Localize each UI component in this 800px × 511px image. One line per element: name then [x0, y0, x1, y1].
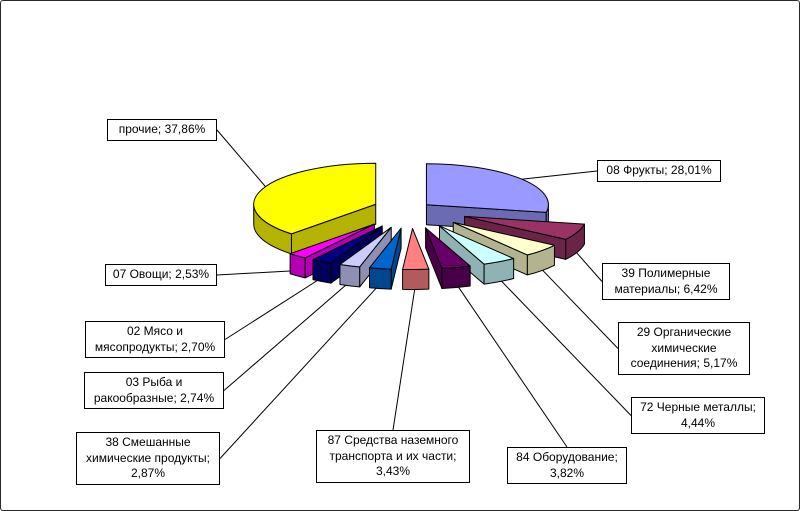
leader-line-4 — [454, 281, 568, 448]
pie-slice-0-top — [425, 163, 549, 213]
pie-slice-10-top — [253, 162, 377, 235]
callout-07-ovoshchi: 07 Овощи; 2,53% — [105, 264, 217, 286]
pie-slice-3-top — [439, 225, 515, 265]
leader-line-0 — [515, 170, 598, 181]
callout-02-myaso: 02 Мясо и мясопродукты; 2,70% — [85, 321, 225, 359]
callout-29-organicheskie: 29 Органические химические соединения; 5… — [618, 322, 750, 375]
pie-slice-6-top — [369, 227, 402, 270]
leader-line-9 — [216, 269, 302, 276]
callout-08-frukty: 08 Фрукты; 28,01% — [597, 160, 721, 182]
callout-87-transport: 87 Средства наземного транспорта и их ча… — [316, 430, 470, 483]
pie-slice-6-rim — [369, 267, 392, 290]
pie-slice-7-top — [339, 226, 392, 268]
callout-03-ryba: 03 Рыба и ракообразные; 2,74% — [84, 372, 224, 410]
pie-slice-9-top — [289, 223, 375, 259]
callout-84-oborudovanie: 84 Оборудование; 3,82% — [507, 447, 627, 485]
callout-39-polimernye: 39 Полимерные материалы; 6,42% — [602, 263, 730, 301]
pie-slice-5-top — [402, 227, 430, 270]
callout-prochie: прочие; 37,86% — [107, 119, 217, 141]
callout-72-chernye: 72 Черные металлы; 4,44% — [631, 397, 765, 435]
pie-slice-2-top — [452, 221, 555, 256]
leader-line-10 — [216, 129, 269, 191]
leader-line-5 — [392, 283, 417, 431]
leader-line-3 — [496, 275, 632, 416]
leader-line-6 — [219, 282, 382, 459]
leader-line-8 — [224, 275, 326, 340]
leader-line-7 — [223, 279, 353, 391]
pie-slice-4-rim — [441, 265, 471, 289]
pie-slice-7-rim — [339, 264, 361, 288]
pie-slice-5-rim — [402, 268, 430, 290]
leader-line-2 — [537, 264, 619, 349]
pie-slice-1-top — [464, 215, 585, 240]
callout-38-smeshannye: 38 Смешанные химические продукты; 2,87% — [76, 432, 220, 485]
pie-slice-8-top — [312, 225, 383, 264]
pie-slice-4-top — [425, 227, 471, 269]
